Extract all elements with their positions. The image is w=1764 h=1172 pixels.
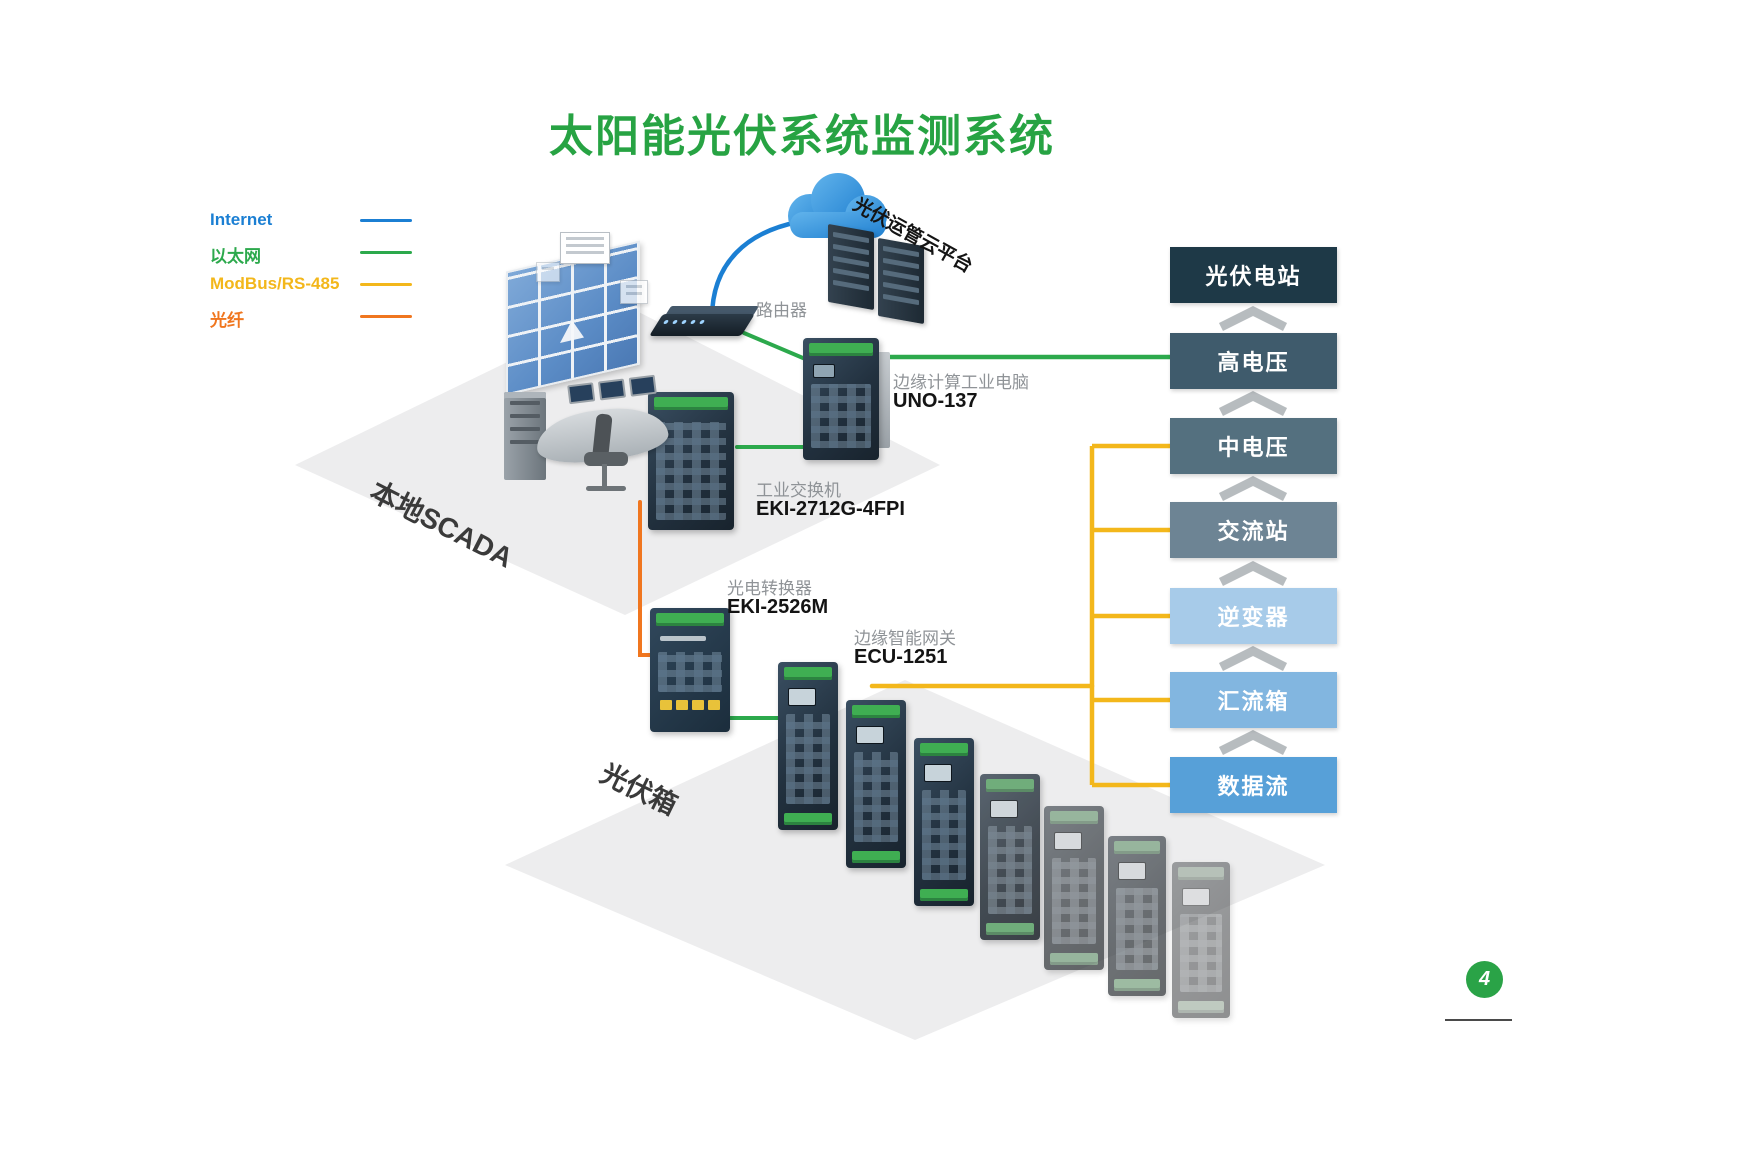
ecu-1251-device-1 [778, 662, 838, 830]
legend-label-fiber: 光纤 [210, 311, 244, 330]
eki-2526-desc-label: 光电转换器 [727, 579, 812, 598]
eki-2712-device [648, 392, 734, 530]
eki-2526-fiber-ports [660, 700, 720, 710]
uno-terminal-block [809, 343, 873, 356]
stack-item-inverter: 逆变器 [1170, 588, 1337, 644]
eki-2712-ports [656, 422, 726, 520]
stack-item-medium-voltage: 中电压 [1170, 418, 1337, 474]
legend-label-modbus: ModBus/RS-485 [210, 274, 340, 293]
legend-line-ethernet [360, 251, 412, 254]
chair-feet [586, 486, 626, 491]
legend-label-internet: Internet [210, 210, 273, 229]
floating-image-icon [536, 262, 560, 282]
ecu-1251-device-7 [1172, 862, 1230, 1018]
legend-line-fiber [360, 315, 412, 318]
uno-model-label: UNO-137 [893, 390, 978, 412]
eki-2526-brand-stripe [660, 636, 706, 641]
eki-2526-model-label: EKI-2526M [727, 596, 829, 618]
ecu-1251-device-5 [1044, 806, 1104, 970]
legend-label-ethernet: 以太网 [210, 247, 261, 266]
footer-rule [1445, 1019, 1512, 1021]
ecu-1251-device-3 [914, 738, 974, 906]
stack-item-high-voltage: 高电压 [1170, 333, 1337, 389]
server-cabinet [504, 392, 546, 480]
ecu-1251-device-6 [1108, 836, 1166, 996]
uno-137-device [803, 338, 879, 460]
floating-widget-icon [620, 280, 648, 304]
router-label: 路由器 [756, 301, 807, 320]
floating-document-icon [560, 232, 610, 264]
legend-item-internet: Internet [210, 210, 420, 236]
eki-2712-desc-label: 工业交换机 [756, 481, 841, 500]
stack-item-ac-station: 交流站 [1170, 502, 1337, 558]
stack-item-data-flow: 数据流 [1170, 757, 1337, 813]
eki-2526-ports [658, 652, 722, 692]
eki-2526-terminal-block [656, 613, 724, 626]
ecu-model-label: ECU-1251 [854, 646, 948, 668]
stack-item-pv-station: 光伏电站 [1170, 247, 1337, 303]
legend-item-ethernet: 以太网 [210, 242, 420, 268]
eki-2712-model-label: EKI-2712G-4FPI [756, 498, 905, 520]
ecu-1251-device-2 [846, 700, 906, 868]
uno-ports [811, 384, 871, 448]
legend-line-internet [360, 219, 412, 222]
legend-item-fiber: 光纤 [210, 306, 420, 332]
page-title: 太阳能光伏系统监测系统 [549, 112, 1055, 161]
router-device [649, 314, 755, 336]
eki-2712-terminal-block [654, 397, 728, 410]
ecu-desc-label: 边缘智能网关 [854, 629, 956, 648]
uno-port [813, 364, 835, 378]
eki-2526-device [650, 608, 730, 732]
stack-item-combiner-box: 汇流箱 [1170, 672, 1337, 728]
page-number-badge: 4 [1466, 961, 1503, 998]
uno-desc-label: 边缘计算工业电脑 [893, 373, 1029, 392]
legend-line-modbus [360, 283, 412, 286]
chair-seat [584, 452, 628, 466]
ecu-1251-device-4 [980, 774, 1040, 940]
chair-post [602, 464, 607, 488]
router-leds [662, 320, 706, 324]
legend-item-modbus: ModBus/RS-485 [210, 274, 420, 300]
cloud-server-rack-1 [828, 223, 874, 311]
